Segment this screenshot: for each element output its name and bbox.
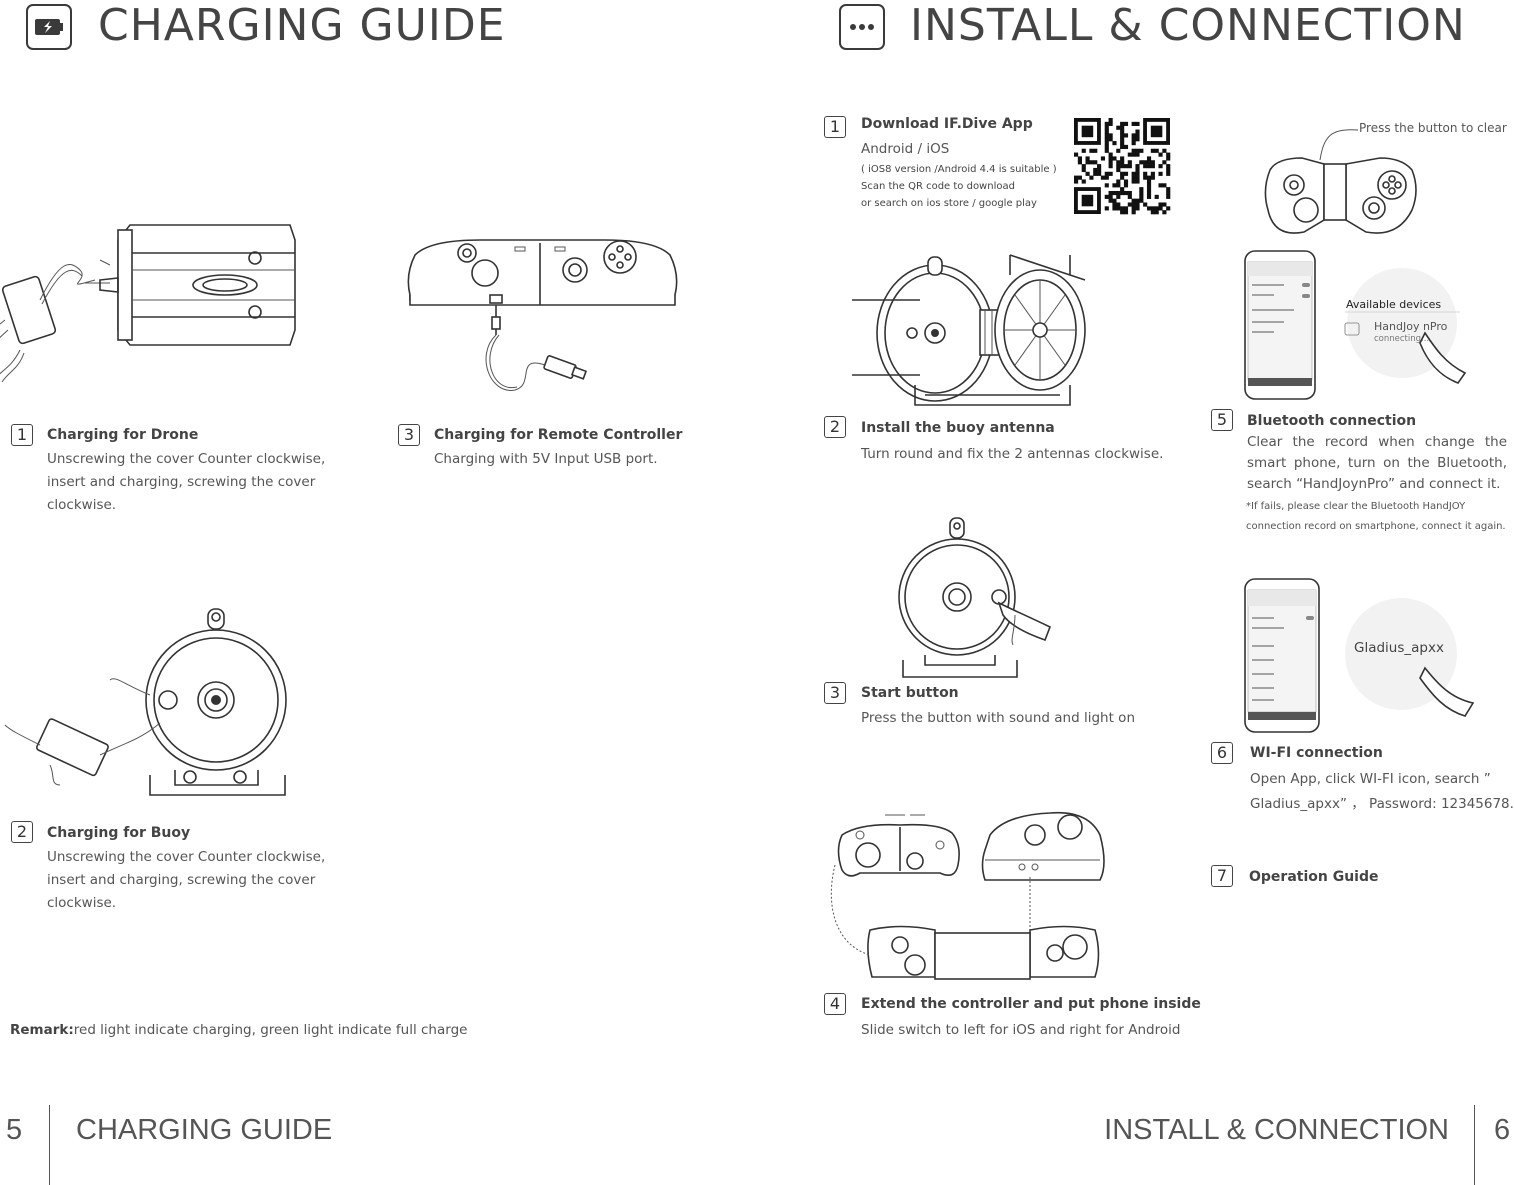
- step-number: 1: [824, 116, 846, 138]
- section-title-extend: Extend the controller and put phone insi…: [861, 996, 1201, 1012]
- section-text-platforms: Android / iOS: [861, 141, 950, 157]
- battery-icon: [26, 4, 72, 50]
- step-number: 1: [11, 424, 33, 446]
- buoy-charging-illustration: [4, 608, 287, 796]
- step-number: 2: [824, 416, 846, 438]
- section-title-bluetooth: Bluetooth connection: [1247, 413, 1417, 429]
- step-number: 5: [1211, 409, 1233, 431]
- device-name: HandJoy nPro: [1374, 320, 1448, 333]
- section-text-bluetooth: Clear the record when change the smart p…: [1247, 434, 1507, 492]
- section-text-antenna: Turn round and fix the 2 antennas clockw…: [861, 446, 1164, 462]
- note-scan: Scan the QR code to download: [861, 181, 1015, 192]
- device-status: connecting...: [1374, 334, 1430, 344]
- section-text-wifi-line1: Open App, click WI-FI icon, search ”: [1250, 771, 1491, 787]
- qr-code: [1074, 118, 1171, 215]
- section-title-antenna: Install the buoy antenna: [861, 420, 1055, 436]
- buoy-antenna-illustration: [852, 254, 1086, 406]
- section-text-start: Press the button with sound and light on: [861, 710, 1136, 726]
- section-title-download: Download IF.Dive App: [861, 116, 1033, 132]
- note-search: or search on ios store / google play: [861, 198, 1037, 209]
- step-number: 6: [1211, 742, 1233, 764]
- footer-title-right: INSTALL & CONNECTION: [1104, 1114, 1449, 1146]
- drone-charging-illustration: [0, 224, 296, 383]
- wifi-network-name: Gladius_apxx: [1354, 640, 1444, 656]
- section-text-drone: Unscrewing the cover Counter clockwise, …: [47, 451, 326, 513]
- wifi-network-bubble: [1345, 598, 1475, 717]
- footer-divider-right: [1474, 1105, 1475, 1185]
- remark-label: Remark:: [10, 1022, 74, 1038]
- remark-text: red light indicate charging, green light…: [73, 1022, 468, 1038]
- page-title-charging: CHARGING GUIDE: [98, 0, 506, 51]
- controller-extend-illustration: [830, 811, 1105, 980]
- step-number: 3: [824, 682, 846, 704]
- section-text-controller: Charging with 5V Input USB port.: [434, 451, 658, 467]
- start-button-illustration: [898, 517, 1052, 678]
- step-number: 4: [824, 993, 846, 1015]
- step-number: 3: [398, 424, 420, 446]
- bluetooth-note: *If fails, please clear the Bluetooth Ha…: [1246, 501, 1506, 532]
- step-number: 7: [1211, 865, 1233, 887]
- footer-divider-left: [49, 1105, 50, 1185]
- note-version: ( iOS8 version /Android 4.4 is suitable …: [861, 164, 1057, 175]
- section-title-controller: Charging for Remote Controller: [434, 427, 683, 443]
- section-title-start: Start button: [861, 685, 959, 701]
- section-text-extend: Slide switch to left for iOS and right f…: [861, 1022, 1181, 1038]
- section-title-wifi: WI-FI connection: [1250, 745, 1383, 761]
- section-text-wifi-line2: Gladius_apxx” ， Password: 12345678.: [1250, 796, 1514, 812]
- section-text-buoy: Unscrewing the cover Counter clockwise, …: [47, 849, 326, 911]
- controller-top-illustration: [1264, 129, 1417, 234]
- available-devices-label: Available devices: [1346, 298, 1442, 311]
- remark: Remark:red light indicate charging, gree…: [10, 1022, 467, 1038]
- more-dots-icon: [839, 4, 885, 50]
- section-title-drone: Charging for Drone: [47, 427, 199, 443]
- page-title-install: INSTALL & CONNECTION: [910, 0, 1466, 51]
- footer-page-number-right: 6: [1494, 1114, 1511, 1146]
- bluetooth-device-bubble: [1344, 268, 1467, 384]
- bluetooth-phone-illustration: [1244, 250, 1316, 400]
- press-button-callout: Press the button to clear: [1359, 121, 1507, 135]
- footer-page-number-left: 5: [6, 1114, 23, 1146]
- step-number: 2: [11, 821, 33, 843]
- wifi-phone-illustration: [1244, 578, 1320, 733]
- controller-charging-illustration: [407, 239, 678, 391]
- section-title-buoy: Charging for Buoy: [47, 825, 191, 841]
- section-title-operation: Operation Guide: [1249, 869, 1379, 885]
- footer-title-left: CHARGING GUIDE: [76, 1114, 333, 1146]
